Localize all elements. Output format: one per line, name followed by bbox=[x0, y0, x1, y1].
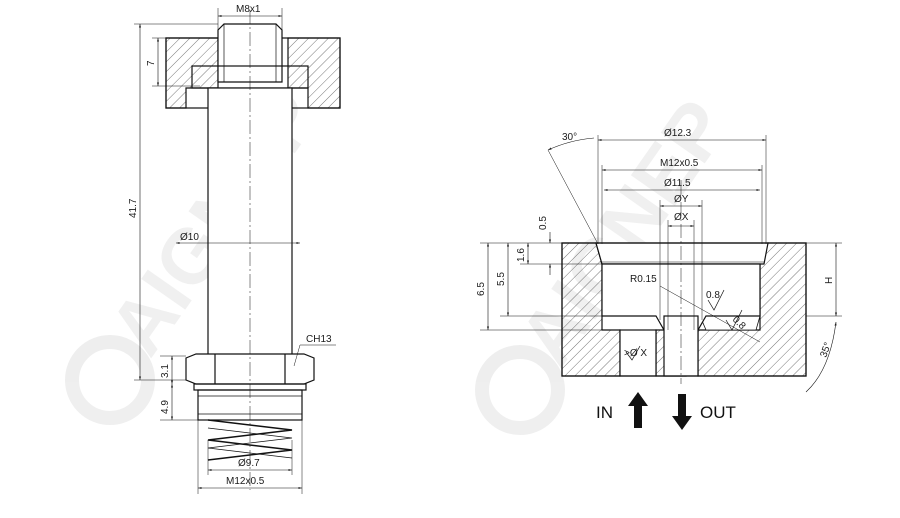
in-arrow-icon bbox=[628, 392, 648, 428]
label-thread-top: M8x1 bbox=[236, 4, 261, 15]
label-1-6: 1.6 bbox=[516, 248, 527, 262]
label-hex-height: 3.1 bbox=[160, 364, 171, 378]
label-dia-y: ØY bbox=[674, 194, 689, 205]
label-6-5: 6.5 bbox=[476, 282, 487, 296]
label-angle-bottom: 35° bbox=[818, 341, 834, 359]
label-spring-diameter: Ø9.7 bbox=[238, 458, 260, 469]
label-thread-height: 4.9 bbox=[160, 400, 171, 414]
left-drawing-labels: M8x1 7 41.7 Ø10 CH13 3.1 4.9 Ø9.7 M12x0.… bbox=[128, 4, 332, 487]
right-drawing-labels: 30° Ø12.3 M12x0.5 Ø11.5 ØY ØX 0.5 1.6 5.… bbox=[476, 128, 835, 430]
label-top-height: 7 bbox=[146, 60, 157, 66]
label-angle-top: 30° bbox=[562, 132, 577, 143]
label-hex: CH13 bbox=[306, 334, 332, 345]
label-thread-bottom: M12x0.5 bbox=[226, 476, 265, 487]
left-drawing bbox=[134, 8, 341, 494]
label-shaft-diameter: Ø10 bbox=[180, 232, 199, 243]
right-drawing bbox=[480, 135, 842, 393]
label-5-5: 5.5 bbox=[496, 272, 507, 286]
label-in: IN bbox=[596, 403, 613, 422]
label-dia-outer: Ø12.3 bbox=[664, 128, 692, 139]
label-radius: R0.15 bbox=[630, 274, 657, 285]
out-arrow-icon bbox=[672, 394, 692, 430]
label-total-height: 41.7 bbox=[128, 198, 139, 218]
label-dia-x: ØX bbox=[674, 212, 689, 223]
label-thread: M12x0.5 bbox=[660, 158, 699, 169]
label-roughness-1: 0.8 bbox=[706, 290, 720, 301]
label-0-5: 0.5 bbox=[538, 216, 549, 230]
label-h: H bbox=[824, 277, 835, 284]
label-dia-inner: Ø11.5 bbox=[664, 178, 691, 189]
label-port-dia: >Ø X bbox=[624, 348, 647, 359]
label-out: OUT bbox=[700, 403, 736, 422]
